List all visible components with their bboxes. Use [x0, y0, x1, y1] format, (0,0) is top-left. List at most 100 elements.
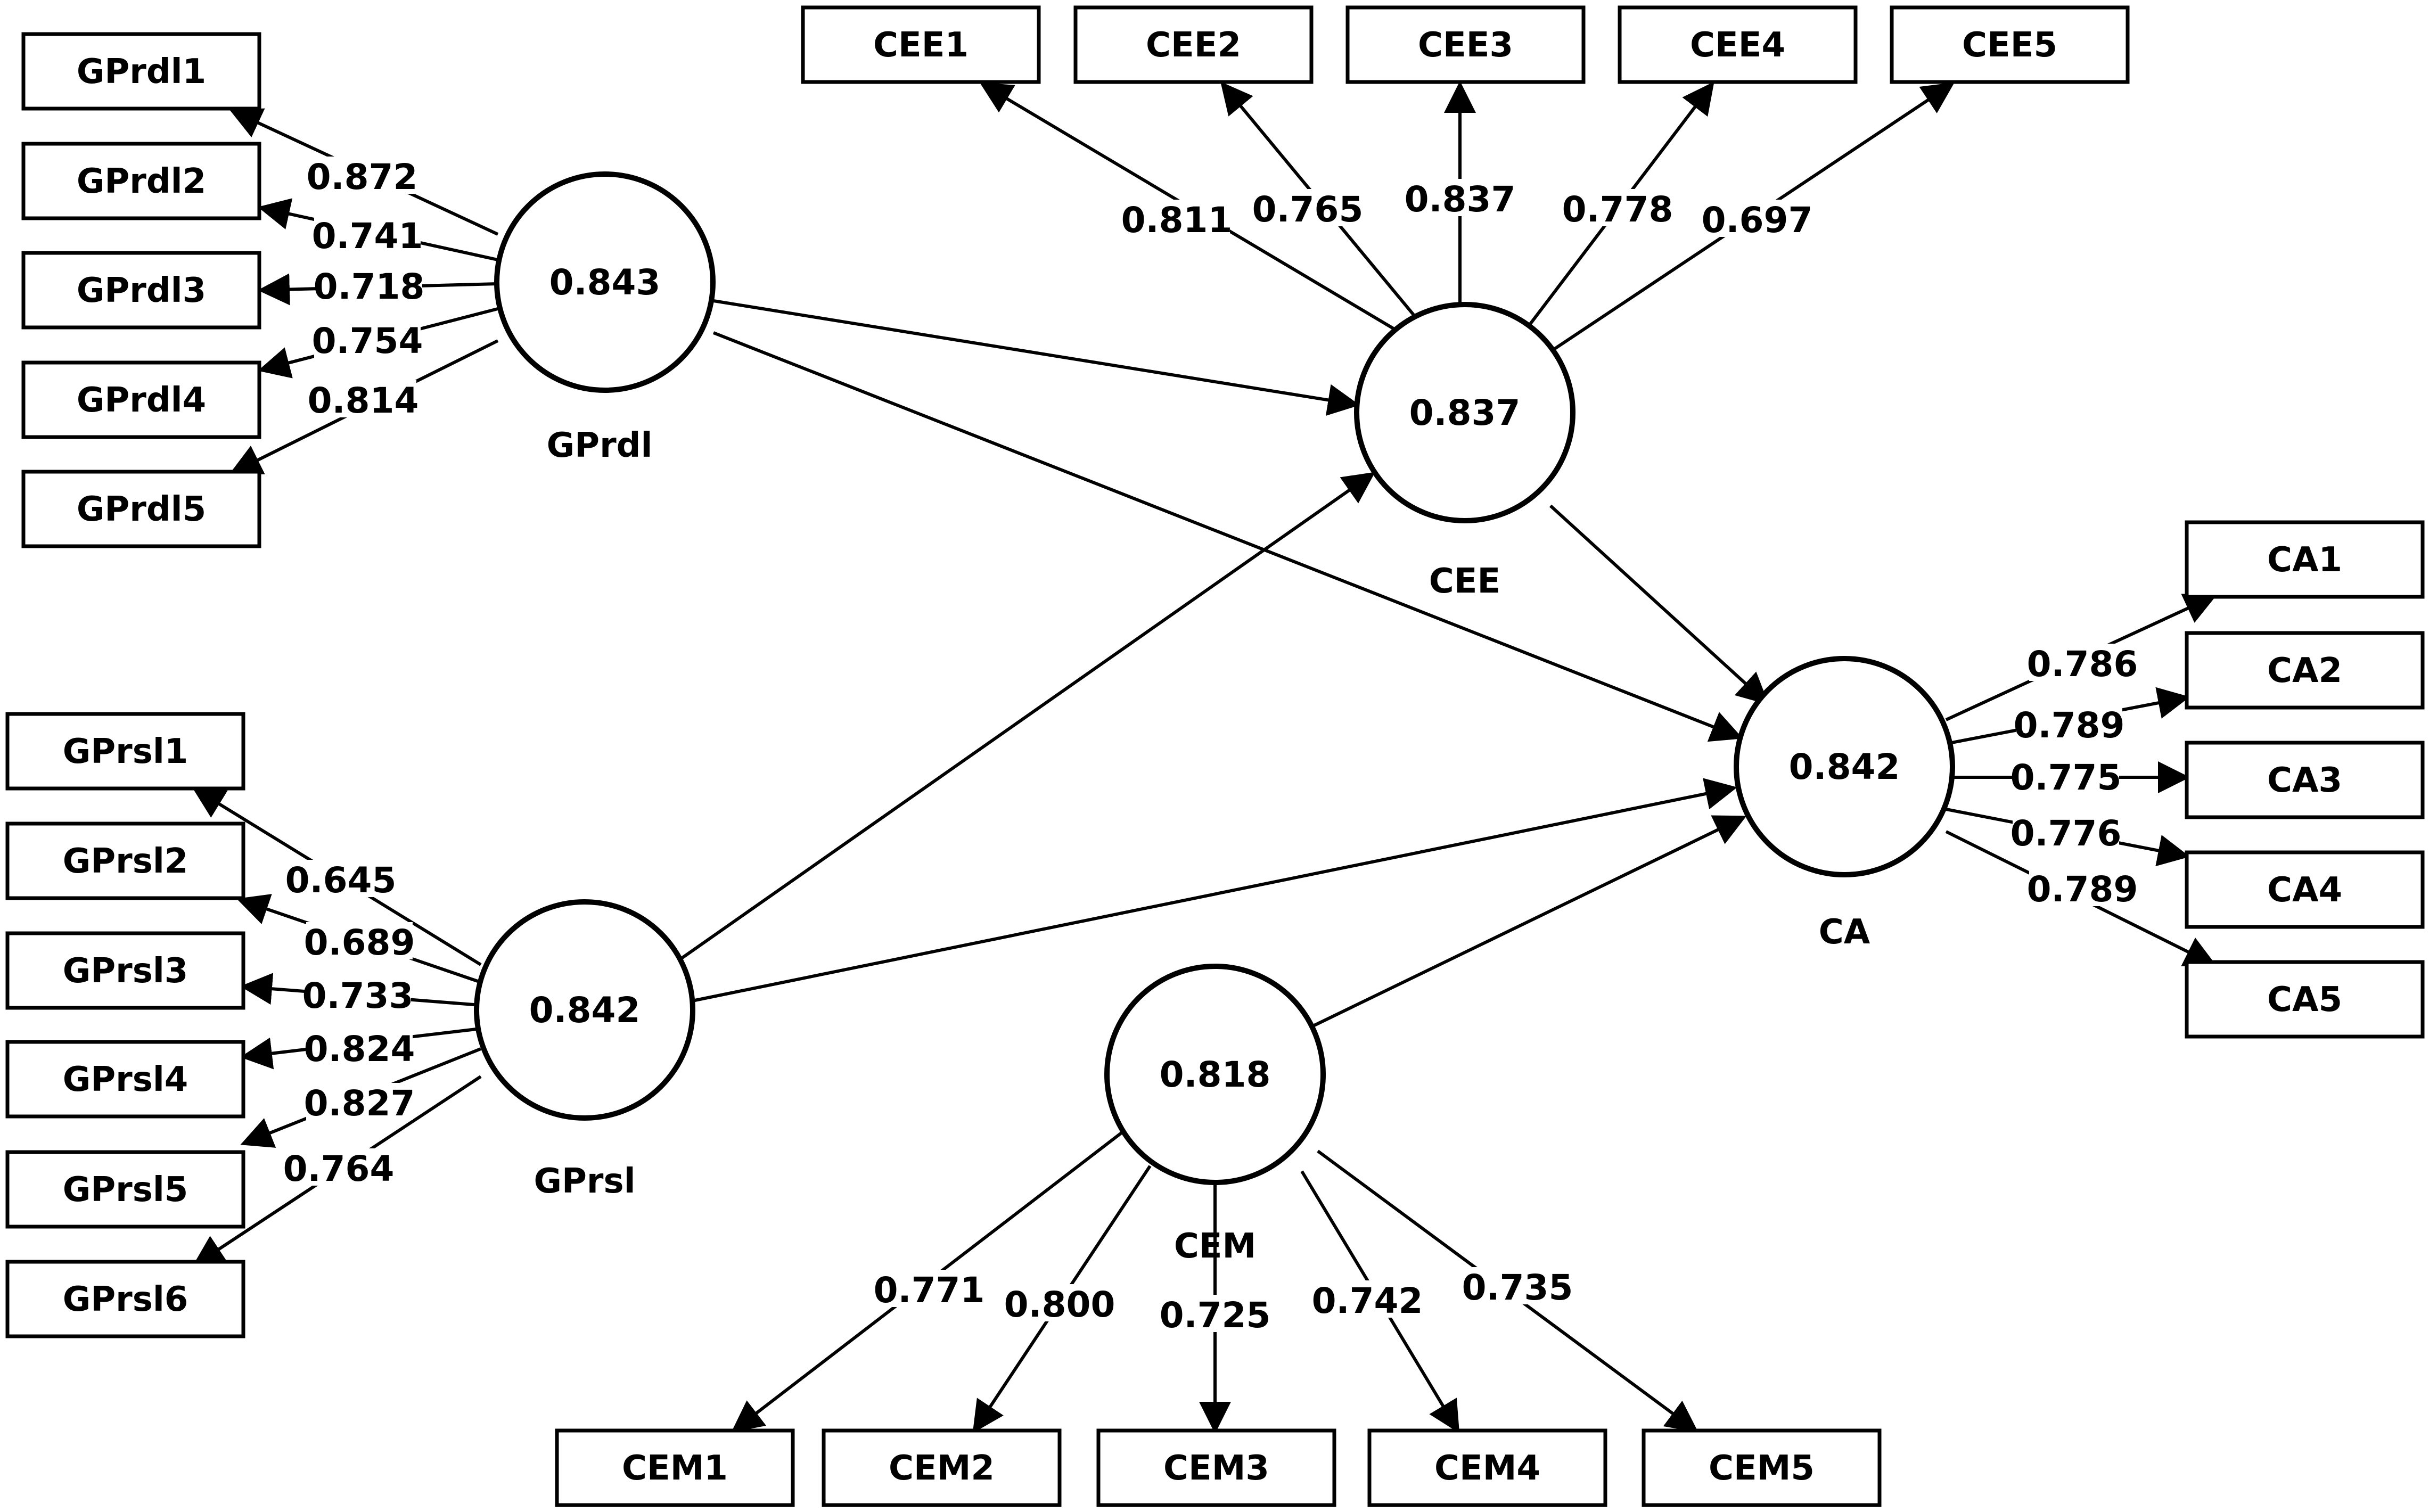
- indicator-box-gprdl3: [21, 251, 261, 330]
- indicator-label-gprsl2: GPrsl2: [63, 842, 188, 881]
- construct-value-gprsl: 0.842: [529, 990, 641, 1031]
- loading-value-cem2: 0.800: [1004, 1284, 1115, 1325]
- loading-label-bg: [306, 1083, 413, 1120]
- loading-value-cee5: 0.697: [1702, 200, 1813, 241]
- indicator-label-ca2: CA2: [2267, 651, 2342, 691]
- loading-label-bg: [1314, 1280, 1421, 1318]
- loading-value-gprsl4: 0.824: [304, 1029, 415, 1070]
- construct-name-gprsl: GPrsl: [534, 1162, 635, 1201]
- indicator-box-cee2: [1073, 5, 1314, 84]
- loading-value-ca1: 0.786: [2027, 644, 2138, 685]
- loading-label-bg: [1407, 179, 1513, 216]
- loading-label-bg: [1564, 189, 1671, 226]
- indicator-box-ca4: [2185, 850, 2425, 929]
- loading-label-bg: [1464, 1267, 1571, 1304]
- indicator-label-ca4: CA4: [2267, 870, 2342, 910]
- construct-value-cem: 0.818: [1160, 1054, 1271, 1095]
- construct-value-ca: 0.842: [1789, 746, 1900, 787]
- construct-value-cee: 0.837: [1409, 392, 1521, 433]
- indicator-box-cee3: [1345, 5, 1586, 84]
- loading-value-cee3: 0.837: [1405, 179, 1516, 220]
- indicator-box-gprsl2: [5, 821, 245, 900]
- indicator-box-gprsl4: [5, 1040, 245, 1119]
- loading-label-bg: [306, 922, 413, 959]
- loading-value-cem4: 0.742: [1312, 1280, 1423, 1321]
- indicator-box-cem5: [1642, 1428, 1882, 1507]
- loading-label-bg: [2029, 644, 2136, 681]
- loading-label-bg: [314, 321, 421, 358]
- construct-name-ca: CA: [1819, 913, 1870, 952]
- indicator-box-cem2: [822, 1428, 1062, 1507]
- indicator-box-cem4: [1367, 1428, 1607, 1507]
- construct-name-gprdl: GPrdl: [547, 426, 653, 465]
- loading-value-gprsl5: 0.827: [304, 1083, 415, 1124]
- loading-value-gprsl6: 0.764: [283, 1148, 395, 1189]
- path-arrow-gprsl-to-cee: [680, 472, 1375, 960]
- loading-label-bg: [2029, 869, 2136, 906]
- indicator-box-gprsl6: [5, 1260, 245, 1338]
- indicator-box-cem1: [555, 1428, 795, 1507]
- loading-label-bg: [2013, 813, 2119, 850]
- loading-label-bg: [1162, 1295, 1268, 1332]
- indicator-box-gprdl1: [21, 32, 261, 111]
- loading-label-bg: [1254, 189, 1361, 226]
- indicator-label-gprdl5: GPrdl5: [77, 490, 206, 529]
- indicator-label-gprdl3: GPrdl3: [77, 271, 206, 310]
- indicator-label-gprsl6: GPrsl6: [63, 1280, 188, 1319]
- indicator-label-gprsl3: GPrsl3: [63, 951, 188, 991]
- construct-circle-cee: [1354, 302, 1575, 523]
- indicator-label-cem2: CEM2: [889, 1449, 995, 1488]
- loading-label-bg: [310, 380, 416, 417]
- path-arrow-gprsl-to-ca: [692, 778, 1737, 1002]
- indicator-label-ca1: CA1: [2267, 540, 2342, 580]
- indicator-box-gprdl5: [21, 470, 261, 548]
- path-arrow-cem-to-ca: [1309, 815, 1747, 1029]
- loading-value-cee1: 0.811: [1121, 200, 1233, 241]
- construct-value-gprdl: 0.843: [549, 262, 661, 303]
- loading-label-bg: [314, 216, 421, 253]
- indicator-box-cee1: [801, 5, 1041, 84]
- construct-circle-gprdl: [494, 171, 716, 393]
- loading-value-gprsl3: 0.733: [302, 975, 414, 1016]
- indicator-box-ca1: [2185, 520, 2425, 599]
- indicator-label-cee3: CEE3: [1418, 26, 1513, 65]
- loading-value-gprsl2: 0.689: [304, 922, 415, 963]
- loading-value-ca3: 0.775: [2011, 757, 2122, 798]
- indicator-label-cee1: CEE1: [873, 26, 969, 65]
- loading-label-bg: [1123, 200, 1230, 237]
- indicator-box-cee5: [1890, 5, 2130, 84]
- indicator-label-gprdl4: GPrdl4: [77, 381, 206, 420]
- loading-value-cem1: 0.771: [874, 1270, 985, 1311]
- loading-value-ca2: 0.789: [2014, 705, 2125, 746]
- loading-label-bg: [876, 1270, 982, 1307]
- indicator-label-cee4: CEE4: [1690, 26, 1785, 65]
- loading-value-gprdl3: 0.718: [314, 266, 425, 307]
- loading-label-bg: [306, 1029, 413, 1066]
- indicator-box-ca3: [2185, 741, 2425, 819]
- indicator-label-cem4: CEM4: [1434, 1449, 1540, 1488]
- construct-circle-ca: [1734, 656, 1955, 877]
- construct-circle-cem: [1104, 964, 1326, 1185]
- indicator-box-cee4: [1618, 5, 1858, 84]
- indicator-label-ca3: CA3: [2267, 761, 2342, 800]
- construct-circle-gprsl: [474, 899, 695, 1121]
- loading-label-bg: [2013, 757, 2119, 794]
- indicator-label-gprdl1: GPrdl1: [77, 52, 206, 92]
- loading-label-bg: [285, 1148, 392, 1186]
- path-arrow-gprdl-to-ca: [712, 331, 1743, 742]
- indicator-box-gprsl3: [5, 931, 245, 1010]
- loading-value-cem5: 0.735: [1462, 1267, 1573, 1308]
- indicator-box-gprsl1: [5, 712, 245, 791]
- indicator-label-gprsl4: GPrsl4: [63, 1060, 188, 1099]
- indicator-label-gprsl1: GPrsl1: [63, 732, 188, 771]
- indicator-label-cem3: CEM3: [1163, 1449, 1269, 1488]
- loading-value-cee2: 0.765: [1252, 189, 1364, 230]
- loading-label-bg: [288, 860, 394, 897]
- indicator-label-cem1: CEM1: [622, 1449, 728, 1488]
- indicator-label-gprsl5: GPrsl5: [63, 1170, 188, 1210]
- loading-value-gprdl2: 0.741: [312, 216, 423, 257]
- indicator-box-gprsl5: [5, 1150, 245, 1229]
- indicator-box-gprdl4: [21, 360, 261, 439]
- loading-value-gprsl1: 0.645: [285, 860, 397, 901]
